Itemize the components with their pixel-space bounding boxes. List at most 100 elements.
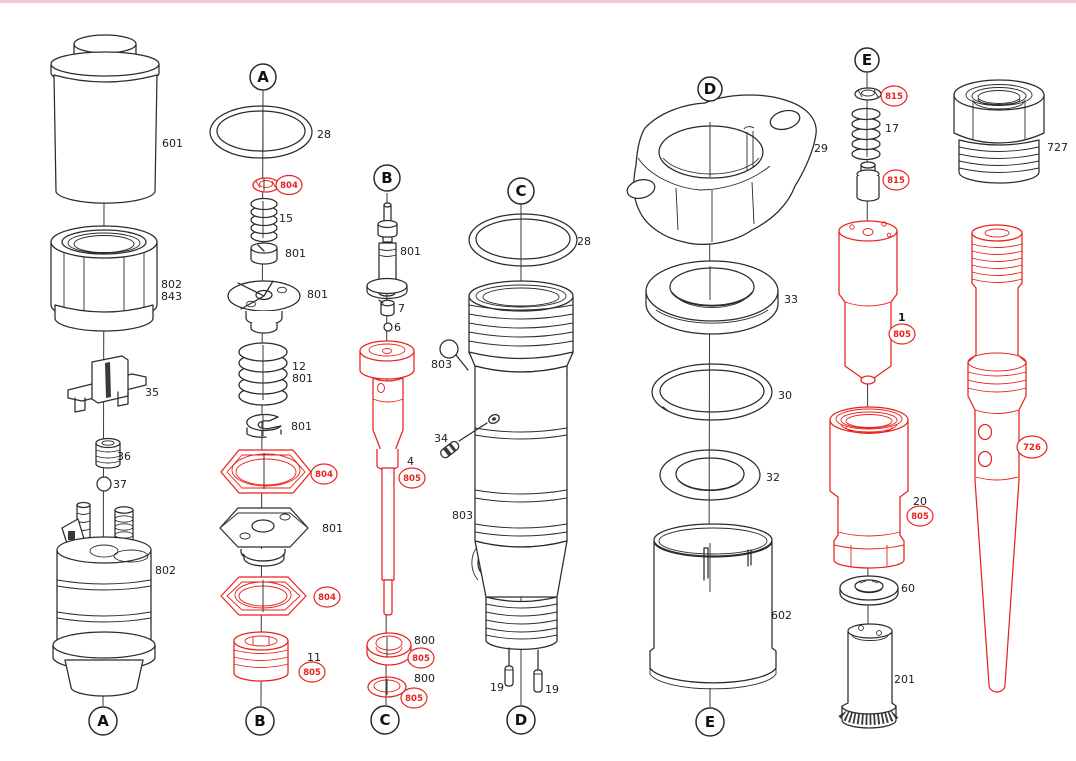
label-801d: 801 <box>291 420 312 433</box>
svg-text:D: D <box>515 711 527 729</box>
section-marker-b-bottom: B <box>245 706 275 736</box>
label-802b: 802 <box>155 564 176 577</box>
section-marker-d-top: D <box>697 76 723 102</box>
label-4: 4 <box>407 455 414 468</box>
svg-text:805: 805 <box>412 654 430 664</box>
svg-text:804: 804 <box>315 470 333 480</box>
label-727: 727 <box>1047 141 1068 154</box>
svg-text:815: 815 <box>887 176 905 186</box>
svg-text:805: 805 <box>893 330 911 340</box>
part-802-843-union-nut <box>50 225 158 332</box>
svg-text:B: B <box>254 712 265 730</box>
part-30-oring <box>651 363 773 421</box>
label-32: 32 <box>766 471 780 484</box>
part-801-valve-piece <box>366 202 408 300</box>
part-15-spring <box>250 197 278 243</box>
part-7-spacer <box>378 299 395 317</box>
svg-text:805: 805 <box>303 668 321 678</box>
svg-text:726: 726 <box>1023 443 1041 453</box>
label-37: 37 <box>113 478 127 491</box>
part-1-nozzle-holder <box>838 220 898 385</box>
label-36: 36 <box>117 450 131 463</box>
svg-text:A: A <box>257 68 269 86</box>
badge-805d: 805 <box>400 687 428 709</box>
badge-805e: 805 <box>888 323 916 345</box>
label-843: 843 <box>161 290 182 303</box>
part-33-thrust-washer <box>645 260 779 335</box>
part-4-control-valve <box>359 340 415 616</box>
part-815-washer <box>854 87 882 101</box>
part-602-sleeve <box>649 523 777 690</box>
svg-text:804: 804 <box>318 593 336 603</box>
svg-text:E: E <box>705 713 715 731</box>
label-801b: 801 <box>307 288 328 301</box>
section-marker-b-top: B <box>373 164 401 192</box>
label-801e: 801 <box>322 522 343 535</box>
part-802-solenoid <box>52 501 156 697</box>
label-601: 601 <box>162 137 183 150</box>
label-12: 12 <box>292 360 306 373</box>
label-602: 602 <box>771 609 792 622</box>
part-800-washer <box>366 632 412 666</box>
section-marker-a-bottom: A <box>88 706 118 736</box>
svg-text:805: 805 <box>403 474 421 484</box>
part-6-ball <box>383 322 393 332</box>
label-1-blue: 1 <box>898 311 906 324</box>
svg-text:A: A <box>97 712 109 730</box>
section-marker-a-top: A <box>249 63 277 91</box>
badge-726: 726 <box>1016 435 1048 459</box>
part-34-pin <box>440 422 488 459</box>
section-marker-c-top: C <box>507 177 535 205</box>
label-29: 29 <box>814 142 828 155</box>
part-20-retaining-nut <box>829 406 909 569</box>
svg-text:805: 805 <box>405 694 423 704</box>
part-726-injector-pipe <box>967 224 1027 693</box>
label-34: 34 <box>434 432 448 445</box>
section-marker-d-bottom: D <box>506 705 536 735</box>
svg-text:B: B <box>381 169 392 187</box>
label-15: 15 <box>279 212 293 225</box>
section-marker-e-bottom: E <box>695 707 725 737</box>
label-801a: 801 <box>285 247 306 260</box>
label-802a: 802 <box>161 278 182 291</box>
part-801-valve-plate <box>219 507 309 567</box>
badge-805c: 805 <box>407 647 435 669</box>
red-badges: 804 804 804 805 805 805 <box>275 85 1048 709</box>
badge-804b: 804 <box>310 463 338 485</box>
label-17: 17 <box>885 122 899 135</box>
top-border-line <box>0 0 1076 3</box>
svg-text:804: 804 <box>280 181 298 191</box>
badge-805b: 805 <box>398 467 426 489</box>
part-815-cap <box>856 161 880 202</box>
label-800a: 800 <box>414 634 435 647</box>
part-37-ball <box>96 476 112 492</box>
part-801-armature-plate <box>227 280 301 334</box>
label-7: 7 <box>398 302 405 315</box>
part-801-c-clip <box>246 413 282 438</box>
part-804-hex-gasket-upper <box>220 449 312 494</box>
part-801-washer <box>250 242 278 265</box>
badge-805f: 805 <box>906 505 934 527</box>
part-35-clip-bracket <box>67 355 147 413</box>
part-60-washer <box>839 575 899 606</box>
part-201-socket-tool <box>838 623 900 729</box>
label-30: 30 <box>778 389 792 402</box>
badge-815a: 815 <box>880 85 908 107</box>
svg-text:815: 815 <box>885 92 903 102</box>
label-28b: 28 <box>317 128 331 141</box>
part-727-union-nut <box>953 79 1045 184</box>
svg-text:D: D <box>704 80 716 98</box>
label-6: 6 <box>394 321 401 334</box>
label-201: 201 <box>894 673 915 686</box>
badge-804a: 804 <box>275 174 303 196</box>
part-36-threaded-bushing <box>95 437 121 469</box>
label-803b: 803 <box>452 509 473 522</box>
label-60: 60 <box>901 582 915 595</box>
label-28d: 28 <box>577 235 591 248</box>
label-801f: 801 <box>400 245 421 258</box>
part-29-clamp-flange <box>626 94 817 245</box>
part-11-threaded-plug <box>233 631 289 682</box>
svg-text:805: 805 <box>911 512 929 522</box>
